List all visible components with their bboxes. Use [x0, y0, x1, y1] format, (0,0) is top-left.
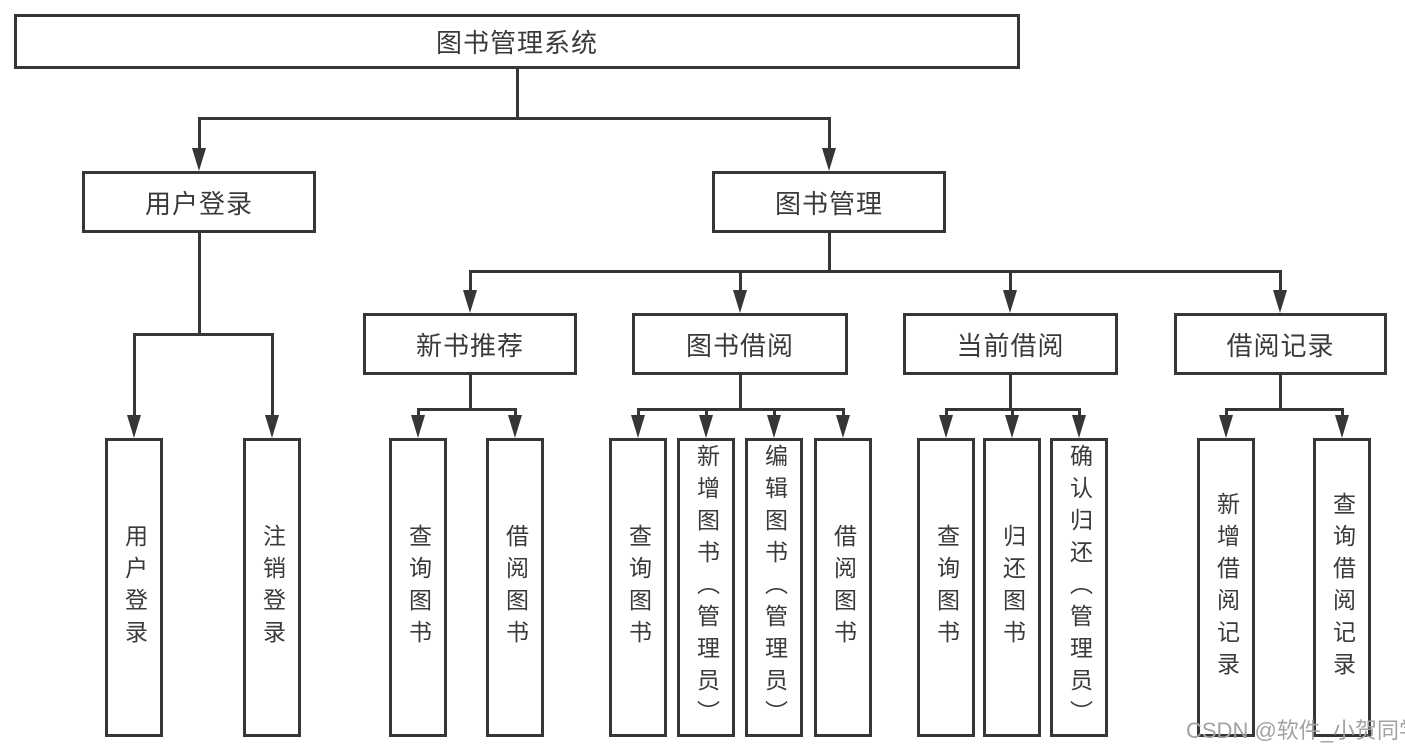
node-label: 归还图书 — [999, 523, 1026, 652]
connector-line — [842, 408, 845, 418]
connector-line — [739, 270, 742, 292]
tree-node-leaf-query-borrow-record: 查询借阅记录 — [1313, 438, 1371, 737]
node-label: 借阅图书 — [502, 523, 529, 652]
connector-line — [1009, 270, 1012, 292]
connector-line — [828, 233, 831, 271]
tree-node-leaf-return-book: 归还图书 — [983, 438, 1041, 737]
tree-node-leaf-borrow-book-2: 借阅图书 — [814, 438, 872, 737]
connector-line — [198, 117, 201, 150]
tree-node-leaf-logout: 注销登录 — [243, 438, 301, 737]
arrow-down-icon — [1072, 415, 1086, 438]
connector-line — [1341, 408, 1344, 418]
connector-line — [198, 117, 831, 120]
tree-node-leaf-add-book-admin: 新增图书（管理员） — [677, 438, 735, 737]
node-label: 编辑图书（管理员） — [761, 443, 788, 732]
tree-node-current-borrow: 当前借阅 — [903, 313, 1118, 375]
connector-line — [469, 375, 472, 409]
connector-line — [705, 408, 708, 418]
connector-line — [417, 408, 420, 418]
arrow-down-icon — [411, 415, 425, 438]
node-label: 借阅记录 — [1226, 330, 1335, 361]
tree-node-leaf-query-book-1: 查询图书 — [389, 438, 447, 737]
arrow-down-icon — [508, 415, 522, 438]
arrow-down-icon — [631, 415, 645, 438]
arrow-down-icon — [1219, 415, 1233, 438]
tree-node-user-login: 用户登录 — [82, 171, 316, 233]
connector-line — [1279, 375, 1282, 409]
arrow-down-icon — [836, 415, 850, 438]
node-label: 新增借阅记录 — [1213, 491, 1240, 684]
connector-line — [469, 270, 1282, 273]
connector-line — [1225, 408, 1344, 411]
arrow-down-icon — [699, 415, 713, 438]
node-label: 图书管理 — [774, 188, 883, 219]
node-label: 新增图书（管理员） — [693, 443, 720, 732]
connector-line — [516, 69, 519, 118]
node-label: 新书推荐 — [415, 330, 524, 361]
tree-node-leaf-query-book-3: 查询图书 — [917, 438, 975, 737]
connector-line — [133, 333, 136, 417]
node-label: 图书借阅 — [685, 330, 794, 361]
connector-line — [1011, 408, 1014, 418]
arrow-down-icon — [463, 290, 477, 313]
tree-node-leaf-add-borrow-record: 新增借阅记录 — [1197, 438, 1255, 737]
node-label: 查询图书 — [625, 523, 652, 652]
tree-node-book-management: 图书管理 — [712, 171, 946, 233]
connector-line — [1009, 375, 1012, 409]
tree-node-borrow-records: 借阅记录 — [1174, 313, 1387, 375]
node-label: 注销登录 — [259, 523, 286, 652]
node-label: 用户登录 — [144, 188, 253, 219]
connector-line — [133, 333, 274, 336]
arrow-down-icon — [265, 415, 279, 438]
arrow-down-icon — [1335, 415, 1349, 438]
arrow-down-icon — [1003, 290, 1017, 313]
tree-node-leaf-borrow-book-1: 借阅图书 — [486, 438, 544, 737]
connector-line — [271, 333, 274, 417]
connector-line — [1225, 408, 1228, 418]
connector-line — [1279, 270, 1282, 292]
connector-line — [417, 408, 517, 411]
node-label: 查询借阅记录 — [1329, 491, 1356, 684]
connector-line — [739, 375, 742, 409]
tree-node-leaf-query-book-2: 查询图书 — [609, 438, 667, 737]
connector-line — [828, 117, 831, 150]
tree-node-leaf-user-login: 用户登录 — [105, 438, 163, 737]
arrow-down-icon — [822, 148, 836, 171]
node-label: 查询图书 — [933, 523, 960, 652]
node-label: 借阅图书 — [830, 523, 857, 652]
node-label: 确认归还（管理员） — [1066, 443, 1093, 732]
node-label: 用户登录 — [121, 523, 148, 652]
arrow-down-icon — [1005, 415, 1019, 438]
connector-line — [198, 233, 201, 334]
arrow-down-icon — [192, 148, 206, 171]
csdn-watermark: CSDN @软件_小贺同学 — [1186, 718, 1405, 743]
connector-line — [637, 408, 640, 418]
connector-line — [514, 408, 517, 418]
node-label: 查询图书 — [405, 523, 432, 652]
tree-node-leaf-confirm-return-admin: 确认归还（管理员） — [1050, 438, 1108, 737]
connector-line — [773, 408, 776, 418]
node-label: 当前借阅 — [956, 330, 1065, 361]
node-label: 图书管理系统 — [435, 28, 598, 58]
arrow-down-icon — [733, 290, 747, 313]
arrow-down-icon — [939, 415, 953, 438]
connector-line — [945, 408, 948, 418]
connector-line — [637, 408, 845, 411]
tree-node-root: 图书管理系统 — [14, 14, 1020, 69]
connector-line — [1078, 408, 1081, 418]
arrow-down-icon — [1273, 290, 1287, 313]
tree-node-leaf-edit-book-admin: 编辑图书（管理员） — [745, 438, 803, 737]
tree-node-book-borrow: 图书借阅 — [632, 313, 848, 375]
connector-line — [469, 270, 472, 292]
arrow-down-icon — [767, 415, 781, 438]
arrow-down-icon — [127, 415, 141, 438]
tree-node-new-book-recommend: 新书推荐 — [363, 313, 577, 375]
